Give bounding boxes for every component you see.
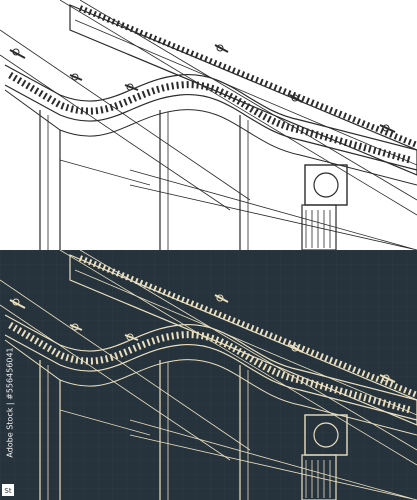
svg-text:St: St (4, 487, 11, 495)
light-blueprint-panel (0, 0, 417, 250)
adobe-stock-logo-icon: St (2, 484, 14, 496)
stock-id-text: Adobe Stock | #556456041 (5, 347, 15, 458)
dark-conveyor-drawing (0, 250, 417, 500)
light-conveyor-drawing (0, 0, 417, 250)
stock-watermark-text: Adobe Stock | #556456041 (2, 330, 15, 480)
dark-blueprint-panel (0, 250, 417, 500)
